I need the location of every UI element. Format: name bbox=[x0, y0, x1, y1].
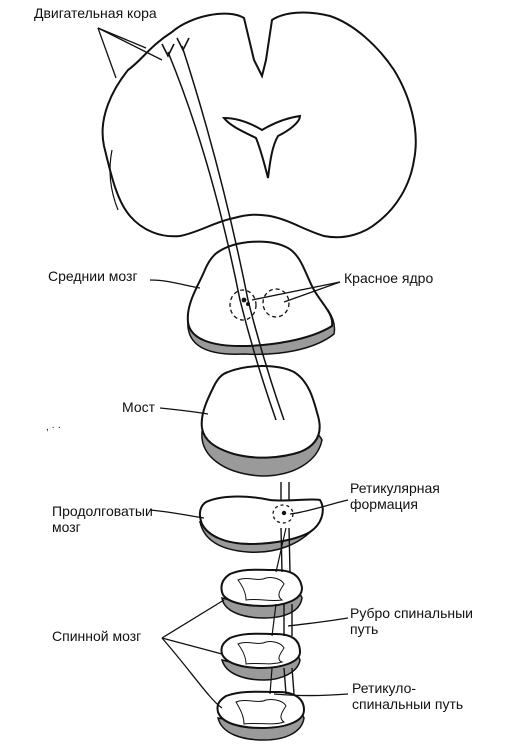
red-nucleus-dot bbox=[241, 297, 247, 303]
leader-reticular bbox=[289, 499, 349, 515]
cerebrum-sulcus bbox=[109, 149, 119, 211]
spinal-segment-2 bbox=[220, 632, 302, 670]
spinal-segment-3 bbox=[216, 690, 306, 730]
arrow-head-2 bbox=[176, 37, 190, 52]
label-rubrospinal-2: путь bbox=[350, 621, 379, 637]
medulla-outline bbox=[198, 495, 324, 546]
reticulospinal-tract bbox=[269, 527, 287, 695]
label-rubrospinal-1: Рубро спинальныи bbox=[350, 605, 473, 621]
cerebrum-outline bbox=[101, 11, 417, 239]
label-reticular-2: формация bbox=[350, 496, 418, 512]
leader-motor-cortex-3 bbox=[97, 27, 163, 61]
leader-spinal-1 bbox=[161, 599, 225, 639]
label-medulla-1: Продолговатыи bbox=[52, 503, 153, 519]
label-red-nucleus: Красное ядро bbox=[344, 270, 434, 286]
leader-midbrain bbox=[149, 279, 201, 289]
leader-rubrospinal bbox=[287, 617, 349, 627]
rubrospinal-tract-2 bbox=[288, 482, 295, 695]
pons-outline bbox=[200, 365, 321, 459]
spinal-segment-1 bbox=[220, 568, 304, 608]
leader-spinal-2 bbox=[161, 637, 223, 655]
leader-pons bbox=[159, 407, 209, 415]
label-motor-cortex: Двигательная кора bbox=[34, 5, 157, 21]
label-midbrain: Среднии мозг bbox=[48, 268, 138, 284]
label-pons: Мост bbox=[122, 399, 156, 415]
leader-red-nucleus-1 bbox=[251, 281, 341, 301]
ventricle bbox=[221, 114, 302, 179]
label-reticulospinal-2: спинальныи путь bbox=[352, 696, 464, 712]
cortical-tract bbox=[167, 51, 277, 421]
spinal-gray-3 bbox=[235, 699, 287, 725]
reticular-dot bbox=[281, 510, 287, 516]
leader-spinal-3 bbox=[161, 637, 223, 709]
cortical-tract-2 bbox=[181, 45, 285, 421]
label-medulla-2: мозг bbox=[52, 519, 81, 535]
spinal-gray-2 bbox=[237, 641, 285, 665]
red-nucleus-right bbox=[262, 288, 290, 318]
label-spinal-cord: Спинной мозг bbox=[52, 628, 142, 644]
leader-medulla bbox=[149, 509, 205, 519]
leader-red-nucleus-2 bbox=[283, 281, 341, 303]
stray-marks: , · · bbox=[46, 422, 61, 433]
label-reticular-1: Ретикулярная bbox=[350, 480, 440, 496]
label-reticulospinal-1: Ретикуло- bbox=[352, 680, 417, 696]
leader-reticulospinal bbox=[273, 693, 349, 697]
midbrain-outline bbox=[186, 240, 334, 348]
spinal-gray-1 bbox=[237, 577, 285, 602]
arrow-head-1 bbox=[161, 43, 175, 58]
red-nucleus-left bbox=[229, 289, 257, 321]
leader-motor-cortex-1 bbox=[97, 27, 117, 79]
